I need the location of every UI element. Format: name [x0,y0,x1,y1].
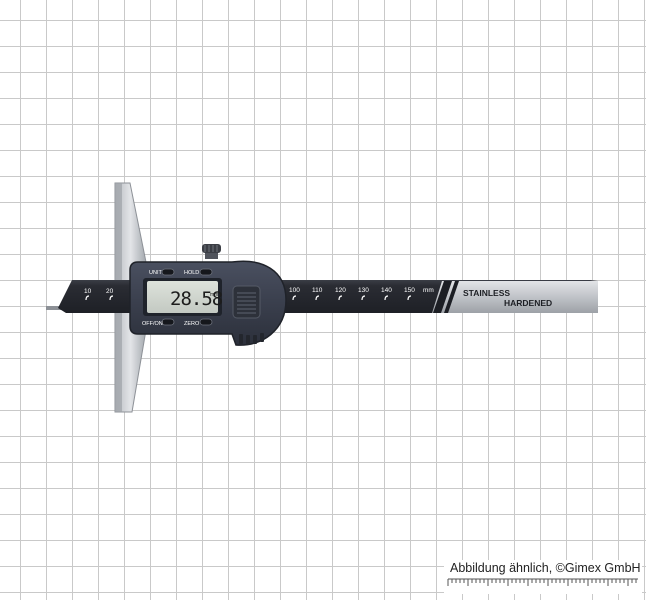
scale-label-130: 130 [358,287,369,294]
scale-label-140: 140 [381,287,392,294]
lcd-screen [143,278,222,316]
scale-label-100: 100 [289,287,300,294]
button-unit [161,268,175,276]
button-off-on [161,318,175,326]
scale-unit: mm [423,287,434,294]
button-zero-label: ZERO [184,321,200,327]
credit-text: Abbildung ähnlich, ©Gimex GmbH [450,561,641,575]
button-off-on-label: OFF/ON [142,321,163,327]
scale-label-10: 10 [84,288,92,295]
scale-label-120: 120 [335,287,346,294]
scale-label-110: 110 [312,287,323,294]
depth-rod [46,306,66,310]
credit-ruler [447,578,638,586]
button-zero [199,318,213,326]
button-unit-label: UNIT [149,270,162,276]
scale-label-150: 150 [404,287,415,294]
credit-watermark: Abbildung ähnlich, ©Gimex GmbH [444,560,642,594]
engraving-stainless: STAINLESS [463,288,510,298]
lcd-reading: 28.58 [170,288,223,310]
button-hold-label: HOLD [184,270,199,276]
button-hold [199,268,213,276]
engraving-hardened: HARDENED [504,298,552,308]
scale-marks-right [292,295,412,301]
scale-marks-left [85,295,114,301]
scale-label-20: 20 [106,288,114,295]
lcd-unit: mm [210,292,218,298]
locking-screw [202,244,221,259]
